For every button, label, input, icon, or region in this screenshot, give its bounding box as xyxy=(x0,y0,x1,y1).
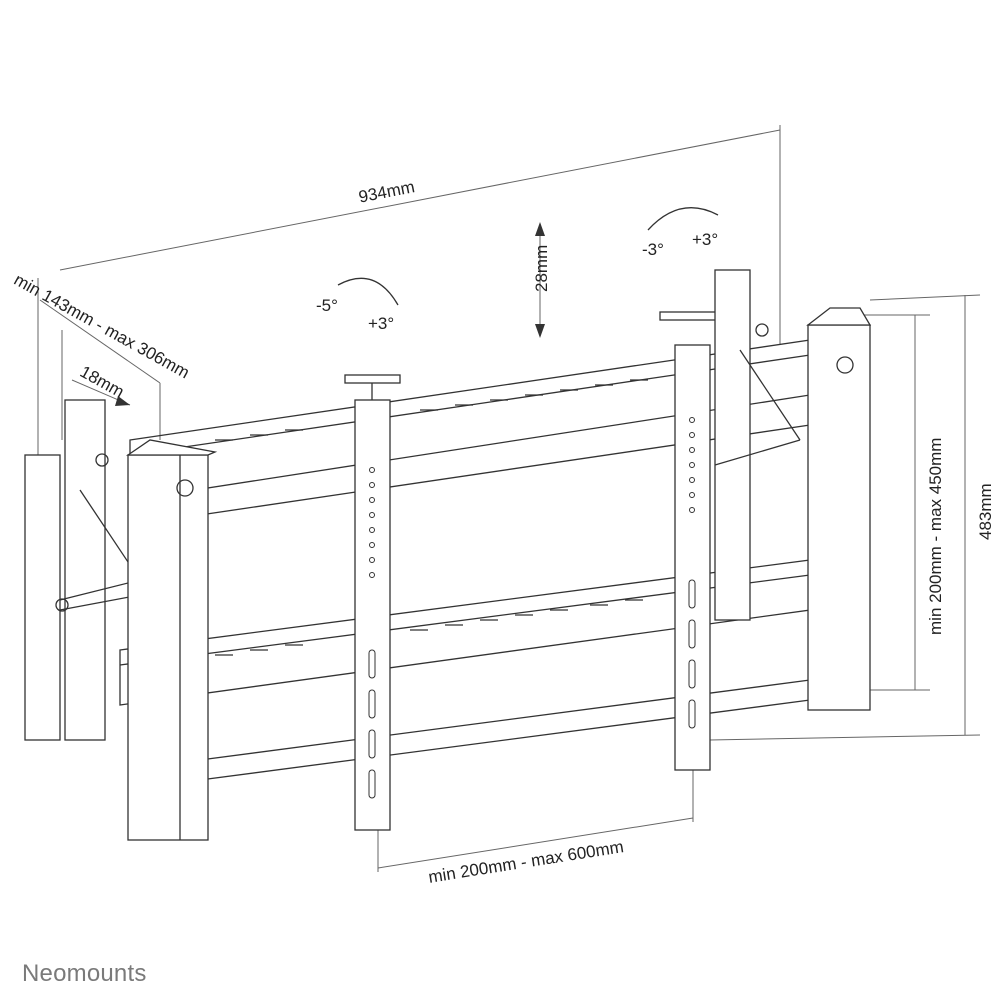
rail-slots xyxy=(215,379,648,656)
tilt-left-plus: +3° xyxy=(368,314,395,333)
right-bar xyxy=(659,311,721,771)
left-post xyxy=(125,439,218,841)
brand-logo: Neomounts xyxy=(22,960,147,987)
total-height-label: 483mm xyxy=(976,483,995,540)
arrowheads xyxy=(115,222,545,406)
tilt-left-minus: -5° xyxy=(316,296,338,315)
middle-bar xyxy=(344,374,401,831)
right-post xyxy=(806,307,872,711)
dimension-lines xyxy=(37,125,981,872)
tilt-arrows xyxy=(337,207,719,306)
tilt-right-minus: -3° xyxy=(642,240,664,259)
tilt-right-plus: +3° xyxy=(692,230,719,249)
left-arm xyxy=(24,399,141,741)
vesa-vertical-label: min 200mm - max 450mm xyxy=(926,437,945,635)
height-adjust-label: 28mm xyxy=(532,244,551,292)
right-arm xyxy=(714,269,801,621)
